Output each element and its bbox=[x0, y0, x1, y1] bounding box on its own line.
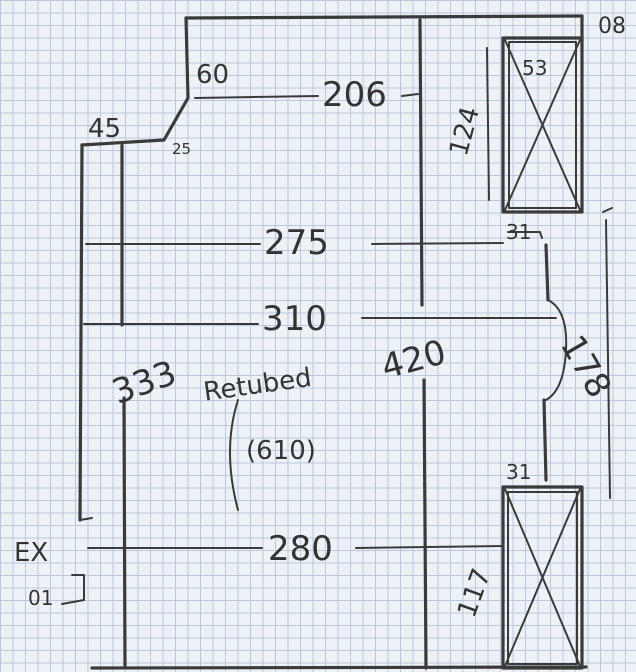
bracket-178 bbox=[545, 299, 568, 401]
box-bottom bbox=[501, 485, 584, 670]
notch-wall-lower bbox=[542, 398, 548, 482]
left-wall-end bbox=[79, 517, 93, 521]
dim-tick-top bbox=[602, 207, 613, 213]
left-outer-wall bbox=[78, 143, 84, 522]
room-bracket bbox=[229, 399, 239, 511]
left-inner-wall-lower bbox=[122, 396, 127, 670]
box-top-cross bbox=[504, 39, 581, 211]
box-bottom-inner bbox=[507, 491, 578, 665]
dim-line-178 bbox=[605, 219, 611, 499]
top-wall bbox=[184, 14, 584, 20]
box-bottom-cross bbox=[504, 488, 581, 667]
center-wall-upper bbox=[418, 18, 424, 307]
exit-arrow bbox=[61, 574, 85, 605]
dim-line-310 bbox=[83, 317, 557, 325]
box-top-inner bbox=[508, 41, 577, 209]
stepped-wall bbox=[80, 16, 190, 147]
notch-top bbox=[507, 231, 543, 239]
dim-line-275 bbox=[85, 242, 504, 245]
center-wall-lower bbox=[422, 378, 428, 670]
dim-line-280 bbox=[87, 545, 504, 549]
box-top bbox=[501, 36, 584, 214]
box-top-dim-line bbox=[486, 47, 490, 201]
notch-wall-upper bbox=[544, 243, 550, 302]
dim-line-206 bbox=[194, 93, 419, 99]
